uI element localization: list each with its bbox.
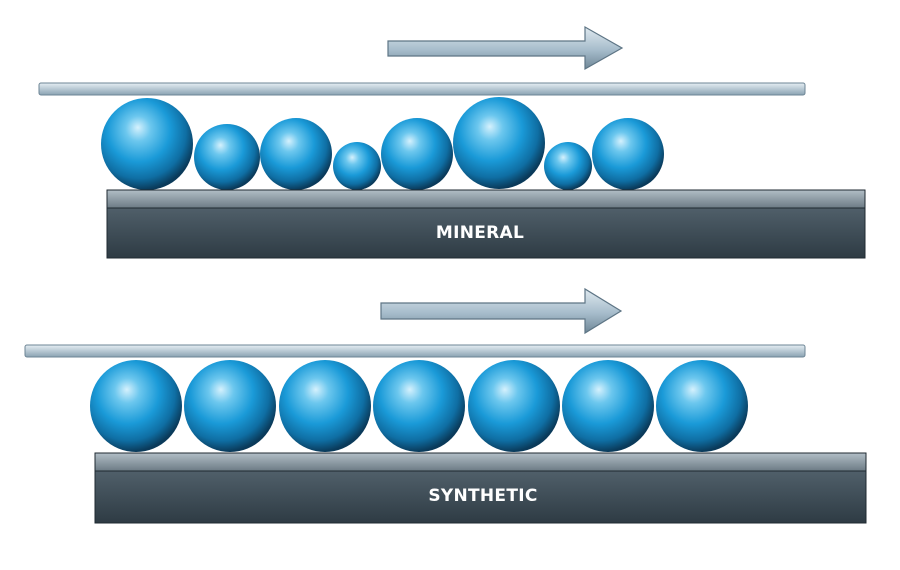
mineral-label: MINERAL bbox=[436, 223, 524, 243]
oil-molecule bbox=[656, 360, 748, 452]
mineral-panel: MINERAL bbox=[38, 25, 866, 259]
oil-molecule bbox=[544, 142, 592, 190]
mineral-base: MINERAL bbox=[106, 189, 866, 259]
oil-molecules bbox=[101, 97, 664, 190]
oil-molecule bbox=[333, 142, 381, 190]
synthetic-base: SYNTHETIC bbox=[94, 452, 867, 524]
oil-molecule bbox=[194, 124, 260, 190]
oil-molecule bbox=[90, 360, 182, 452]
synthetic-panel: SYNTHETIC bbox=[24, 287, 867, 524]
oil-molecules bbox=[90, 360, 748, 452]
oil-molecule bbox=[468, 360, 560, 452]
right-arrow-icon bbox=[387, 25, 624, 71]
oil-molecule bbox=[562, 360, 654, 452]
oil-molecule bbox=[381, 118, 453, 190]
oil-molecule bbox=[101, 98, 193, 190]
oil-molecule bbox=[592, 118, 664, 190]
right-arrow-icon bbox=[380, 287, 623, 335]
oil-molecule bbox=[453, 97, 545, 189]
oil-molecule bbox=[260, 118, 332, 190]
top-plate bbox=[24, 344, 806, 358]
oil-molecule bbox=[184, 360, 276, 452]
synthetic-label: SYNTHETIC bbox=[428, 486, 537, 506]
top-plate bbox=[38, 82, 806, 96]
oil-molecule bbox=[373, 360, 465, 452]
oil-molecule bbox=[279, 360, 371, 452]
